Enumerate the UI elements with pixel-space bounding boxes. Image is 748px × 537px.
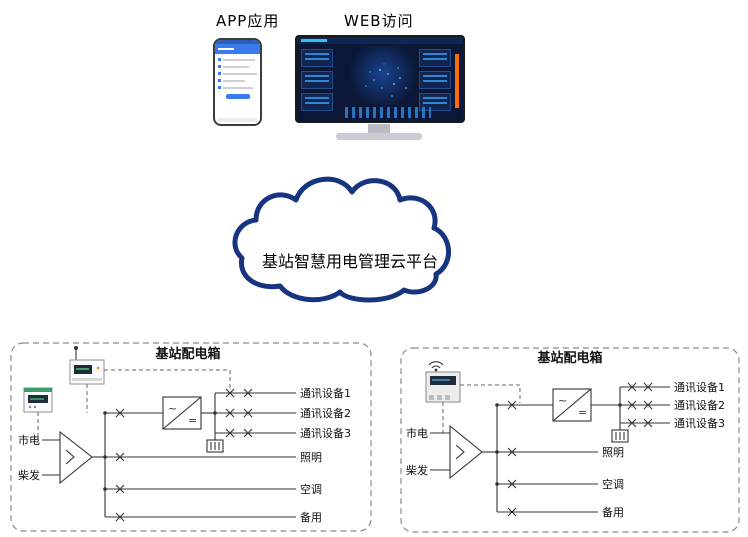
left-distribution-box: 基站配电箱 市电 柴发	[10, 342, 372, 532]
phone-list-row	[218, 79, 257, 82]
output-label-comm3: 通讯设备3	[300, 426, 351, 440]
bullet-icon	[218, 72, 221, 75]
phone-statusbar	[215, 40, 260, 44]
panel-line	[423, 53, 447, 55]
dashboard-panel	[301, 49, 333, 67]
panel-line	[305, 53, 329, 55]
dashed-enclosure	[400, 347, 740, 533]
monitor-stand-base	[336, 133, 422, 140]
wireless-meter-icon	[69, 346, 105, 385]
bullet-icon	[218, 58, 221, 61]
phone-mockup	[213, 38, 262, 126]
bullet-icon	[218, 79, 221, 82]
rectifier-symbol: ~ =	[162, 396, 202, 430]
output-label-comm2: 通讯设备2	[300, 406, 351, 420]
monitor-mockup	[295, 35, 465, 123]
text-line	[223, 79, 245, 82]
monitor-stand-neck	[368, 124, 390, 133]
app-label: APP应用	[216, 12, 280, 30]
mains-label: 市电	[18, 433, 40, 447]
dashboard-panel	[419, 93, 451, 111]
battery-icon	[611, 423, 629, 443]
phone-action-pill	[225, 94, 250, 99]
wifi-meter-icon	[425, 361, 461, 403]
output-label-spare: 备用	[300, 510, 322, 524]
panel-line	[305, 75, 329, 77]
phone-list-row	[218, 65, 257, 68]
china-map-dots	[379, 69, 381, 71]
output-label-comm1: 通讯设备1	[300, 386, 351, 400]
dashboard-panel	[301, 93, 333, 111]
diesel-label: 柴发	[18, 468, 40, 482]
dashboard-title-chip	[301, 39, 327, 42]
phone-list-row	[218, 58, 257, 61]
monitoring-links	[37, 369, 231, 440]
panel-line	[423, 58, 447, 60]
monitoring-links	[442, 384, 521, 433]
output-label-comm2: 通讯设备2	[674, 398, 725, 412]
dashboard-panel	[419, 71, 451, 89]
phone-app-header	[215, 44, 260, 54]
rectifier-symbol: ~ =	[552, 388, 592, 422]
output-label-lighting: 照明	[300, 451, 322, 464]
battery-icon	[206, 433, 224, 453]
mains-label: 市电	[406, 426, 428, 440]
transfer-switch-symbol	[449, 424, 497, 480]
output-label-comm1: 通讯设备1	[674, 380, 725, 394]
web-label: WEB访问	[344, 12, 414, 30]
phone-list-row	[218, 86, 257, 89]
panel-line	[423, 97, 447, 99]
dashboard-panel	[419, 49, 451, 67]
output-label-ac: 空调	[300, 482, 322, 496]
panel-line	[423, 102, 447, 104]
ac-symbol: ~	[558, 394, 567, 407]
phone-list-row	[218, 72, 257, 75]
bullet-icon	[218, 86, 221, 89]
panel-line	[305, 80, 329, 82]
output-label-lighting: 照明	[602, 446, 624, 459]
panel-line	[423, 80, 447, 82]
phone-footer	[218, 118, 257, 122]
dashed-enclosure	[10, 342, 372, 532]
panel-line	[305, 102, 329, 104]
phone-title-dash	[218, 48, 234, 50]
dashboard-bar-chart	[345, 107, 431, 118]
text-line	[223, 58, 255, 61]
dc-symbol: =	[188, 414, 197, 427]
output-label-ac: 空调	[602, 477, 624, 491]
output-label-comm3: 通讯设备3	[674, 416, 725, 430]
transfer-switch-symbol	[59, 430, 105, 485]
box-title: 基站配电箱	[154, 346, 220, 362]
dashboard-panel	[301, 71, 333, 89]
cloud-platform: 基站智慧用电管理云平台	[232, 176, 451, 303]
ac-symbol: ~	[168, 402, 177, 415]
right-distribution-box: 基站配电箱 市电 柴发	[400, 347, 740, 533]
power-meter-icon	[23, 387, 53, 413]
text-line	[223, 72, 257, 75]
bullet-icon	[218, 65, 221, 68]
panel-line	[305, 58, 329, 60]
text-line	[223, 86, 253, 89]
box-title: 基站配电箱	[536, 350, 602, 366]
diesel-label: 柴发	[406, 463, 428, 477]
cloud-outline-icon	[232, 176, 451, 303]
output-label-spare: 备用	[602, 505, 624, 519]
text-line	[223, 65, 249, 68]
cloud-platform-label: 基站智慧用电管理云平台	[262, 252, 438, 271]
dashboard-scroll-accent	[455, 54, 459, 108]
china-map-glow	[339, 46, 427, 108]
dashboard-topbar	[297, 37, 463, 44]
panel-line	[305, 97, 329, 99]
dc-symbol: =	[578, 406, 587, 419]
panel-line	[423, 75, 447, 77]
